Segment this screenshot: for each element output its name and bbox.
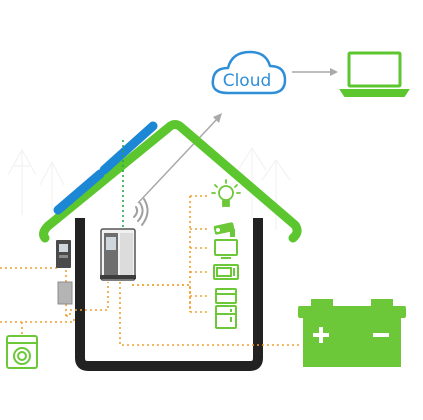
meter-icon: [56, 240, 71, 268]
house-roof: [39, 120, 302, 243]
washing-machine-icon: [6, 335, 38, 369]
cloud-to-laptop-arrow: [292, 68, 338, 76]
cloud-label: Cloud: [223, 71, 272, 91]
laptop-icon: [339, 51, 410, 97]
upload-arrow: [137, 113, 222, 204]
solar-panel-icon: [53, 121, 158, 215]
microwave-icon: [213, 264, 239, 280]
inverter-icon: [100, 228, 136, 281]
light-bulb-icon: [211, 179, 241, 207]
breaker-icon: [57, 281, 73, 305]
washer-icon: [215, 288, 237, 304]
house-walls: [75, 218, 263, 371]
refrigerator-icon: [215, 305, 237, 329]
background-trees-sketch: [7, 146, 291, 230]
television-icon: [214, 239, 238, 259]
cloud-icon: Cloud: [211, 50, 287, 95]
wiring: [0, 195, 300, 346]
battery-icon: [298, 299, 406, 367]
wifi-signal-icon: [133, 198, 149, 226]
security-camera-icon: [213, 222, 235, 237]
